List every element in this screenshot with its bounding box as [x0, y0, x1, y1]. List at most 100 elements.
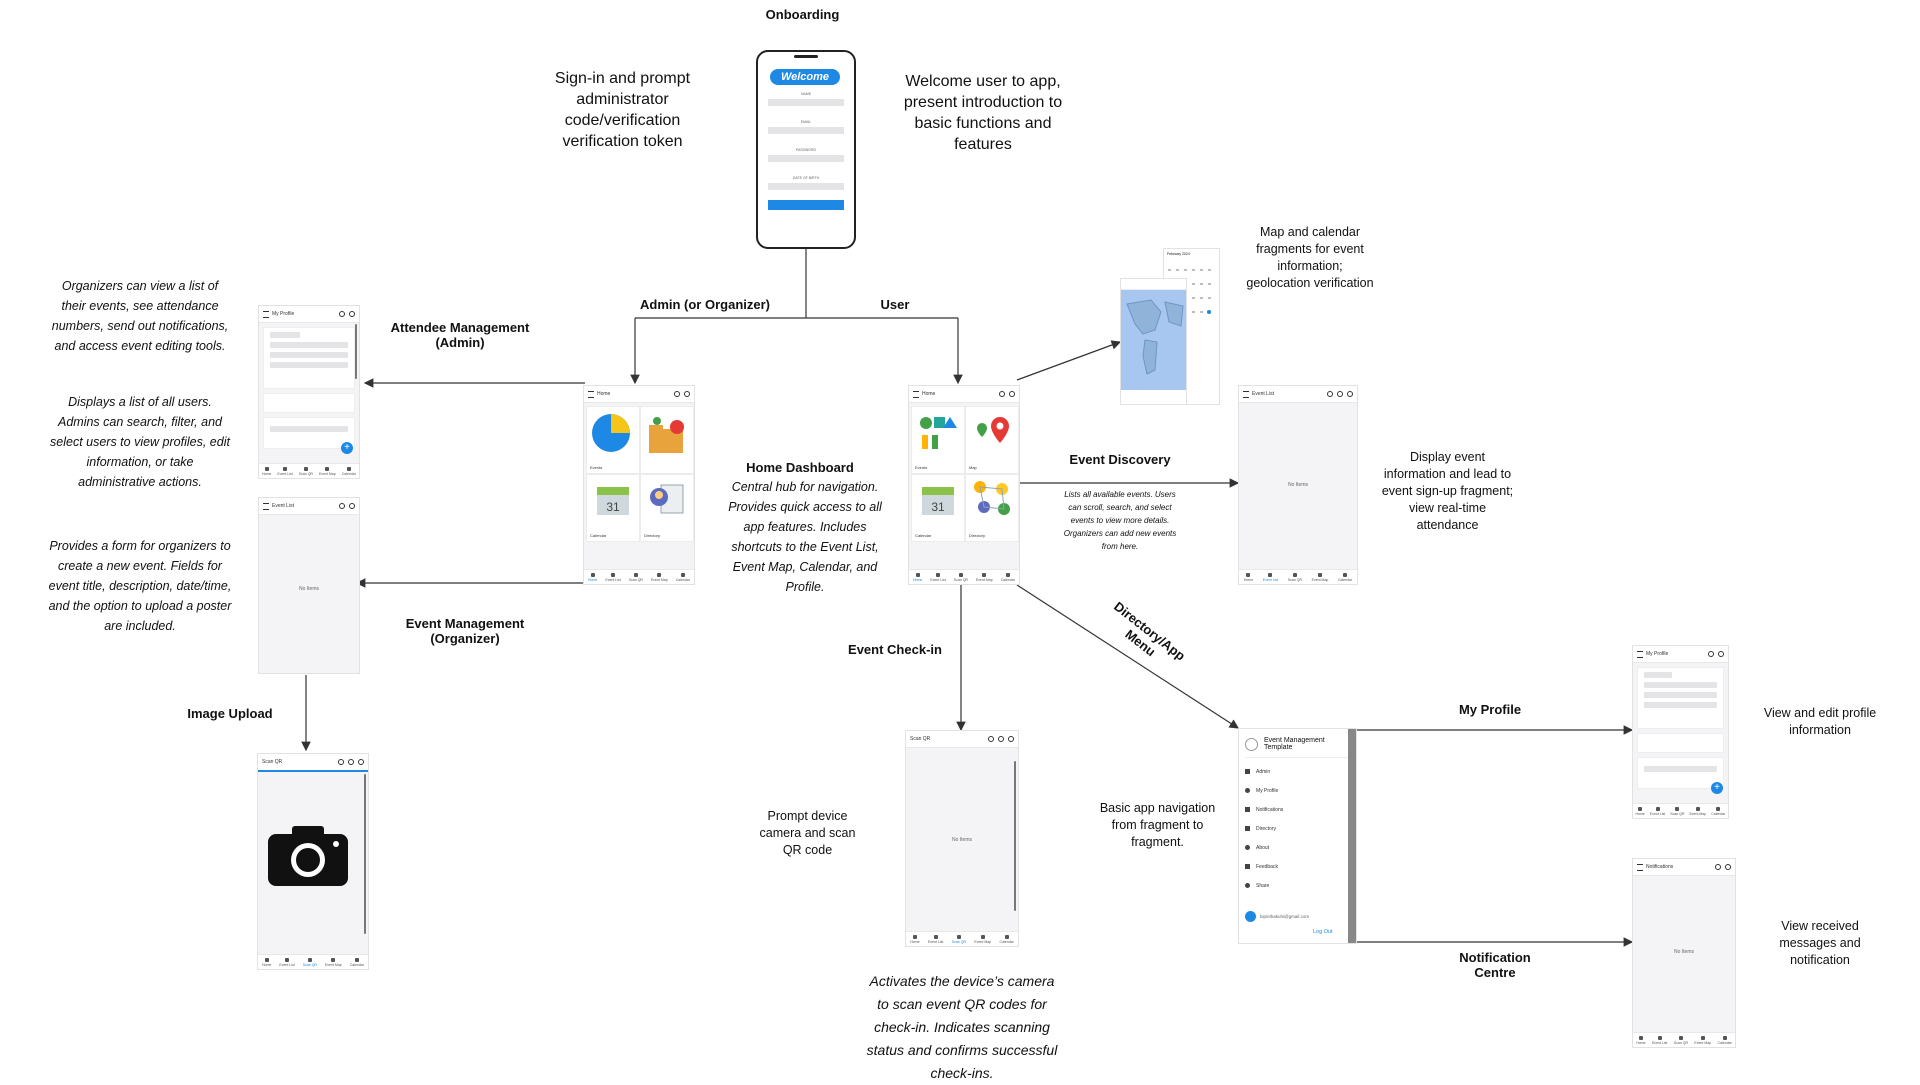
nav-scan-qr[interactable]: Scan QR — [1674, 1036, 1688, 1045]
field-label: NAME — [800, 92, 812, 96]
nav-event-list[interactable]: Event List — [930, 573, 945, 582]
refresh-icon[interactable] — [1718, 651, 1724, 657]
search-icon[interactable] — [1715, 864, 1721, 870]
menu-icon[interactable] — [1243, 390, 1249, 398]
menu-icon[interactable] — [263, 310, 269, 318]
nav-home[interactable]: Home — [1636, 1036, 1645, 1045]
tile-calendar[interactable]: 31 Calendar — [911, 474, 965, 542]
search-icon[interactable] — [988, 736, 994, 742]
nav-home[interactable]: Home — [588, 573, 597, 582]
nav-event-map[interactable]: Event Map — [325, 958, 342, 967]
nav-event-list[interactable]: Event List — [605, 573, 620, 582]
camera-icon[interactable] — [268, 824, 348, 886]
nav-event-map[interactable]: Event Map — [1694, 1036, 1711, 1045]
nav-scan-qr[interactable]: Scan QR — [629, 573, 643, 582]
nav-event-list[interactable]: Event List — [277, 467, 292, 476]
refresh-icon[interactable] — [349, 311, 355, 317]
nav-home[interactable]: Home — [1636, 807, 1645, 816]
nav-calendar[interactable]: Calendar — [342, 467, 356, 476]
search-icon[interactable] — [1708, 651, 1714, 657]
nav-event-list[interactable]: Event List — [928, 935, 943, 944]
dob-field[interactable] — [768, 183, 844, 190]
nav-home[interactable]: Home — [262, 467, 271, 476]
nav-event-list[interactable]: Event List — [1652, 1036, 1667, 1045]
name-field[interactable] — [768, 99, 844, 106]
refresh-icon[interactable] — [358, 759, 364, 765]
drawer-item-notifications[interactable]: Notifications — [1245, 800, 1350, 819]
password-field[interactable] — [768, 155, 844, 162]
screen-title: Event List — [272, 503, 294, 509]
nav-event-map[interactable]: Event Map — [974, 935, 991, 944]
nav-event-map[interactable]: Event Map — [1689, 807, 1706, 816]
refresh-icon[interactable] — [1008, 736, 1014, 742]
tile-map[interactable]: Map — [965, 406, 1019, 474]
search-icon[interactable] — [338, 759, 344, 765]
tile-directory[interactable]: Directory — [965, 474, 1019, 542]
nav-event-map[interactable]: Event Map — [1312, 573, 1329, 582]
email-field[interactable] — [768, 127, 844, 134]
drawer-item-feedback[interactable]: Feedback — [1245, 857, 1350, 876]
edit-icon[interactable] — [348, 759, 354, 765]
nav-event-map[interactable]: Event Map — [651, 573, 668, 582]
drawer-item-my-profile[interactable]: My Profile — [1245, 781, 1350, 800]
tile-folder[interactable] — [640, 406, 694, 474]
search-icon[interactable] — [674, 391, 680, 397]
refresh-icon[interactable] — [1009, 391, 1015, 397]
signin-label: Sign-in and prompt administrator code/ve… — [554, 70, 691, 150]
nav-calendar[interactable]: Calendar — [1001, 573, 1015, 582]
nav-scan-qr[interactable]: Scan QR — [303, 958, 317, 967]
tile-calendar[interactable]: 31 Calendar — [586, 474, 640, 542]
nav-event-map[interactable]: Event Map — [976, 573, 993, 582]
drawer-item-about[interactable]: About — [1245, 838, 1350, 857]
nav-calendar[interactable]: Calendar — [1711, 807, 1725, 816]
search-icon[interactable] — [999, 391, 1005, 397]
menu-icon[interactable] — [1637, 650, 1643, 658]
attendee-mgmt-label: Attendee Management (Admin) — [390, 320, 530, 350]
nav-event-map[interactable]: Event Map — [319, 467, 336, 476]
nav-scan-qr[interactable]: Scan QR — [1288, 573, 1302, 582]
submit-button[interactable] — [768, 200, 844, 210]
event-discovery-desc: Lists all available events. Users can sc… — [1063, 490, 1177, 551]
refresh-icon[interactable] — [1725, 864, 1731, 870]
nav-scan-qr[interactable]: Scan QR — [954, 573, 968, 582]
refresh-icon[interactable] — [1347, 391, 1353, 397]
nav-calendar[interactable]: Calendar — [1718, 1036, 1732, 1045]
nav-scan-qr[interactable]: Scan QR — [299, 467, 313, 476]
add-fab[interactable]: + — [341, 442, 353, 454]
nav-calendar[interactable]: Calendar — [1338, 573, 1352, 582]
tile-directory[interactable]: Directory — [640, 474, 694, 542]
arrow-to-map — [1016, 340, 1122, 381]
logout-link[interactable]: Log Out — [1313, 929, 1333, 935]
add-fab[interactable]: + — [1711, 782, 1723, 794]
menu-icon[interactable] — [1637, 863, 1643, 871]
tile-events[interactable]: Events — [586, 406, 640, 474]
tile-label: Calendar — [590, 533, 607, 538]
refresh-icon[interactable] — [349, 503, 355, 509]
drawer-item-share[interactable]: Share — [1245, 876, 1350, 895]
drawer-item-admin[interactable]: Admin — [1245, 762, 1350, 781]
drawer-item-directory[interactable]: Directory — [1245, 819, 1350, 838]
nav-calendar[interactable]: Calendar — [1000, 935, 1014, 944]
menu-icon[interactable] — [913, 390, 919, 398]
search-icon[interactable] — [1327, 391, 1333, 397]
nav-event-list[interactable]: Event List — [1650, 807, 1665, 816]
menu-icon[interactable] — [588, 390, 594, 398]
nav-calendar[interactable]: Calendar — [350, 958, 364, 967]
edit-icon[interactable] — [998, 736, 1004, 742]
menu-icon[interactable] — [263, 502, 269, 510]
nav-calendar[interactable]: Calendar — [676, 573, 690, 582]
nav-scan-qr[interactable]: Scan QR — [952, 935, 966, 944]
nav-home[interactable]: Home — [910, 935, 919, 944]
search-icon[interactable] — [339, 311, 345, 317]
refresh-icon[interactable] — [684, 391, 690, 397]
nav-home[interactable]: Home — [262, 958, 271, 967]
nav-home[interactable]: Home — [913, 573, 922, 582]
nav-event-list[interactable]: Event List — [1263, 573, 1278, 582]
nav-home[interactable]: Home — [1244, 573, 1253, 582]
tile-events[interactable]: Events — [911, 406, 965, 474]
edit-icon[interactable] — [1337, 391, 1343, 397]
form-desc: Provides a form for organizers to create… — [48, 539, 232, 633]
nav-event-list[interactable]: Event List — [279, 958, 294, 967]
nav-scan-qr[interactable]: Scan QR — [1670, 807, 1684, 816]
search-icon[interactable] — [339, 503, 345, 509]
